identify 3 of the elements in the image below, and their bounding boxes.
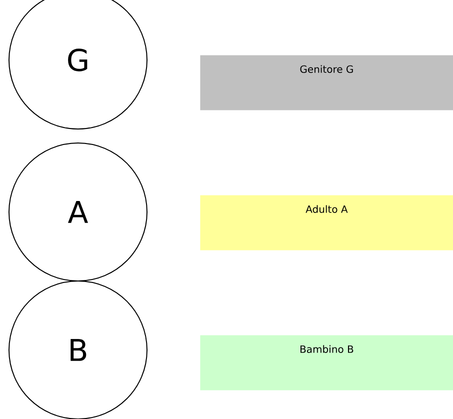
- label-bar: Bambino B: [200, 335, 453, 390]
- label-bar: Genitore G: [200, 55, 453, 110]
- label-bar: Adulto A: [200, 195, 453, 250]
